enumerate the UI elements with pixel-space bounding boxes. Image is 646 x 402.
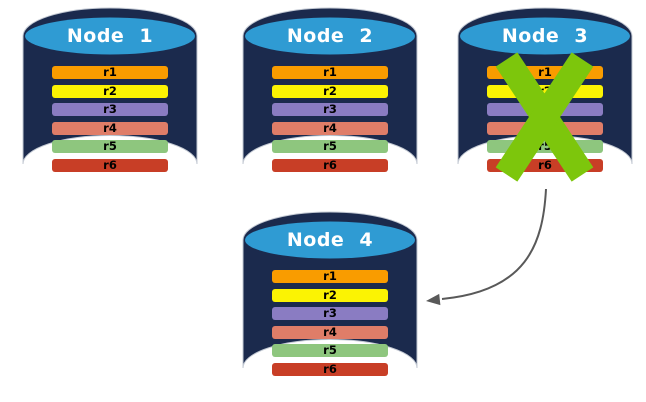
replica-bar-r6: r6 [272, 362, 388, 376]
node-2-cylinder: Node 2 r1 r2 r3 r4 r5 r6 [242, 7, 418, 193]
cylinder-top-face [245, 221, 415, 259]
replica-bar-r2: r2 [272, 84, 388, 98]
replica-bar-r3: r3 [272, 102, 388, 116]
node-label: Node 4 [286, 229, 374, 251]
replica-bar-r1: r1 [52, 65, 168, 79]
replica-bar-r3: r3 [272, 306, 388, 320]
cylinder-top-face [25, 17, 195, 55]
replica-stack: r1 r2 r3 r4 r5 r6 [272, 65, 388, 172]
node-3-cylinder: Node 3 r1 r2 r3 r4 r5 r6 [457, 7, 633, 193]
replica-bar-r3: r3 [52, 102, 168, 116]
node-4-cylinder: Node 4 r1 r2 r3 r4 r5 r6 [242, 211, 418, 397]
replica-stack: r1 r2 r3 r4 r5 r6 [487, 65, 603, 172]
arrow-curve [441, 188, 547, 300]
node-label: Node 1 [66, 25, 154, 47]
replica-bar-r5: r5 [487, 139, 603, 153]
replica-bar-r6: r6 [52, 158, 168, 172]
node-label: Node 3 [501, 25, 589, 47]
replica-bar-r1: r1 [272, 269, 388, 283]
node-label: Node 2 [286, 25, 374, 47]
node-1-cylinder: Node 1 r1 r2 r3 r4 r5 r6 [22, 7, 198, 193]
replica-bar-r5: r5 [272, 139, 388, 153]
replica-bar-r1: r1 [272, 65, 388, 79]
replica-bar-r4: r4 [52, 121, 168, 135]
replica-bar-r5: r5 [52, 139, 168, 153]
replica-bar-r2: r2 [487, 84, 603, 98]
replica-bar-r1: r1 [487, 65, 603, 79]
replica-bar-r4: r4 [272, 325, 388, 339]
replica-bar-r2: r2 [52, 84, 168, 98]
arrow-head [426, 293, 441, 306]
replica-bar-r6: r6 [272, 158, 388, 172]
replica-stack: r1 r2 r3 r4 r5 r6 [52, 65, 168, 172]
replica-bar-r2: r2 [272, 288, 388, 302]
replica-bar-r4: r4 [272, 121, 388, 135]
cylinder-top-face [245, 17, 415, 55]
replica-bar-r5: r5 [272, 343, 388, 357]
replica-bar-r3: r3 [487, 102, 603, 116]
replica-bar-r6: r6 [487, 158, 603, 172]
cylinder-top-face [460, 17, 630, 55]
replica-stack: r1 r2 r3 r4 r5 r6 [272, 269, 388, 376]
replica-bar-r4: r4 [487, 121, 603, 135]
